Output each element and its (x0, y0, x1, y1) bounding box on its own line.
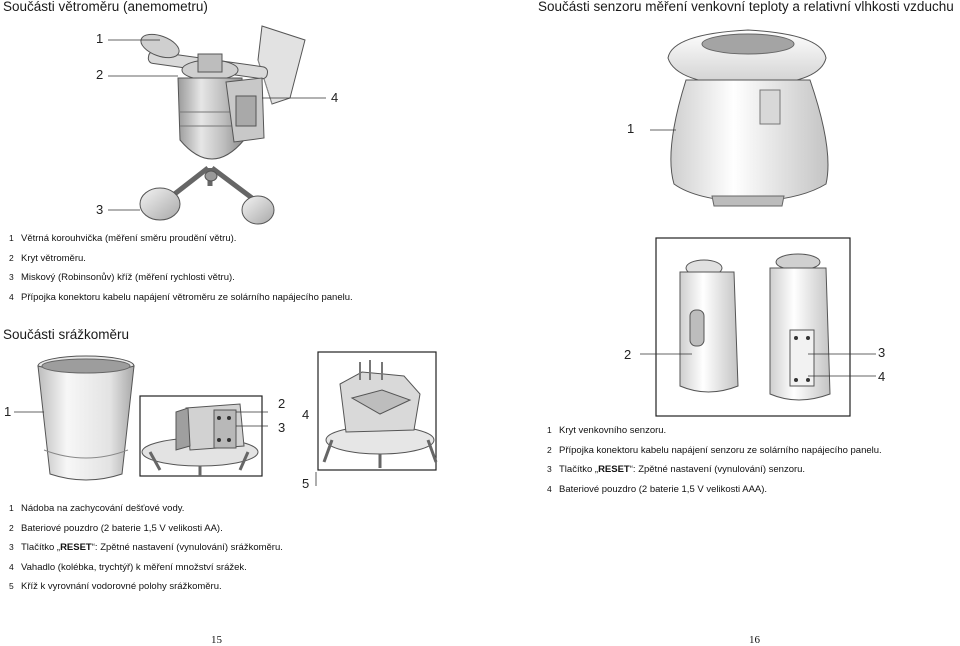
rain-gauge-bucket-illustration (14, 355, 135, 481)
anemometer-heading: Součásti větroměru (anemometru) (3, 0, 208, 14)
rain-gauge-callout: 3 (278, 420, 286, 435)
page-number-left: 15 (211, 634, 222, 646)
anemometer-callout: 3 (96, 202, 104, 217)
sensor-callout: 1 (627, 121, 635, 136)
rain-gauge-funnel-illustration (315, 351, 438, 486)
anemometer-callout: 2 (96, 67, 104, 82)
rain-gauge-heading: Součásti srážkoměru (3, 327, 130, 342)
anemometer-callout: 1 (96, 31, 104, 46)
rain-gauge-callout: 2 (278, 396, 286, 411)
sensor-detail-illustration (640, 237, 876, 417)
rain-gauge-callout: 4 (302, 407, 310, 422)
rain-gauge-callout: 5 (302, 476, 310, 491)
sensor-callout: 3 (878, 345, 886, 360)
page-number-right: 16 (749, 634, 760, 646)
rain-gauge-callout: 1 (4, 404, 12, 419)
sensor-heading: Součásti senzoru měření venkovní teploty… (538, 0, 954, 14)
rain-gauge-base-illustration (139, 395, 268, 477)
sensor-callout: 2 (624, 347, 632, 362)
anemometer-callout: 4 (331, 90, 339, 105)
sensor-callout: 4 (878, 369, 886, 384)
sensor-illustration (650, 29, 829, 207)
anemometer-illustration (108, 25, 326, 225)
